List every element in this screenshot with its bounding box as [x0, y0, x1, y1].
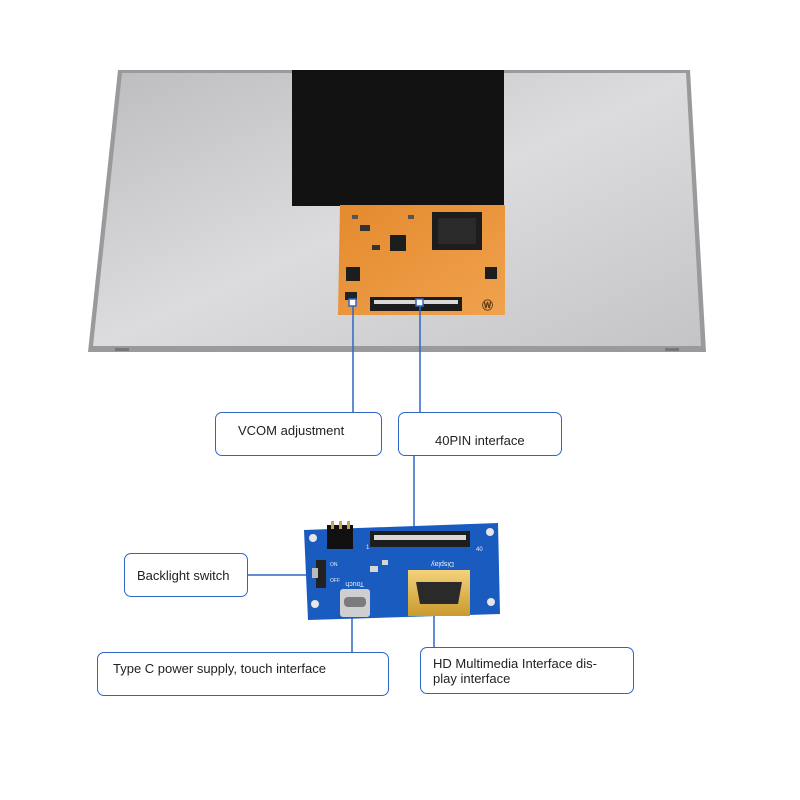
adapter-board — [304, 521, 500, 620]
leader-lines — [248, 303, 435, 652]
silk-pin1: 1 — [366, 545, 370, 551]
callout-hdmi: HD Multimedia Interface dis-play interfa… — [420, 647, 634, 694]
dot-40pin — [415, 298, 424, 307]
callout-vcom-text: VCOM adjustment — [238, 423, 345, 438]
callout-typec-text: Type C power supply, touch interface — [113, 661, 326, 676]
dot-vcom — [348, 298, 357, 307]
board-silkscreen: Touch Display 1 40 ON OFF — [330, 545, 483, 587]
callout-type-c: Type C power supply, touch interface — [97, 652, 389, 696]
black-tape — [292, 70, 504, 206]
silk-pin40: 40 — [476, 547, 483, 553]
svg-text:Ⓦ: Ⓦ — [482, 298, 493, 312]
backlight-switch-body — [316, 560, 326, 588]
silk-touch: Touch — [345, 580, 364, 587]
callout-vcom-adjustment: VCOM adjustment — [215, 412, 382, 456]
silk-display: Display — [431, 560, 454, 567]
callout-backlight-switch: Backlight switch — [124, 553, 248, 597]
callout-40pin-interface: 40PIN interface — [398, 412, 562, 456]
silk-on: ON — [330, 562, 338, 568]
callout-backlight-text: Backlight switch — [137, 567, 230, 583]
leader-dots — [348, 298, 424, 307]
callout-40pin-text: 40PIN interface — [435, 433, 525, 448]
callout-hdmi-text: HD Multimedia Interface dis-play interfa… — [433, 655, 597, 686]
silk-off: OFF — [330, 578, 340, 584]
